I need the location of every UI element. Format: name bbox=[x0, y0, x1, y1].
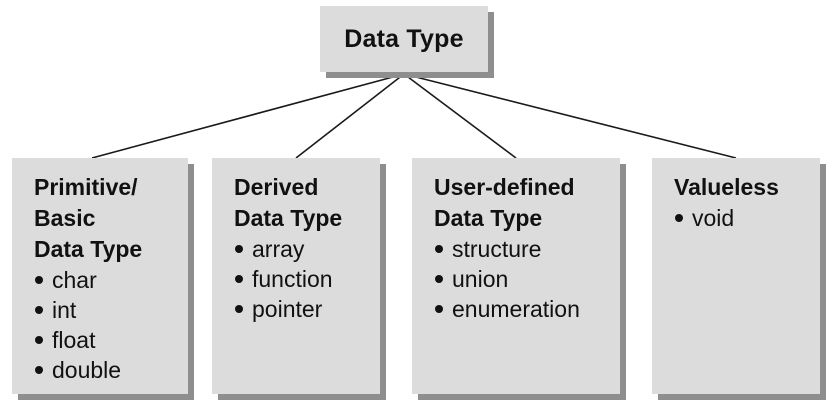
item-label: char bbox=[52, 267, 97, 293]
list-item: pointer bbox=[234, 294, 380, 324]
list-item: union bbox=[434, 264, 620, 294]
bullet-icon bbox=[435, 245, 443, 253]
list-item: float bbox=[34, 325, 188, 355]
connector-to-valueless bbox=[403, 73, 737, 159]
primitive-basic-data-type-title: Primitive/ Basic Data Type bbox=[34, 172, 188, 265]
user-defined-data-type-box: User-defined Data Type structure union e… bbox=[412, 158, 620, 394]
item-label: structure bbox=[452, 236, 542, 262]
connector-to-user-defined bbox=[403, 73, 517, 159]
bullet-icon bbox=[35, 306, 43, 314]
item-label: int bbox=[52, 297, 77, 323]
data-type-root-title: Data Type bbox=[344, 24, 464, 53]
user-defined-type-list: structure union enumeration bbox=[434, 234, 620, 324]
list-item: char bbox=[34, 265, 188, 295]
title-line: Valueless bbox=[674, 174, 779, 200]
derived-data-type-box: Derived Data Type array function pointer bbox=[212, 158, 380, 394]
primitive-basic-data-type-box: Primitive/ Basic Data Type char int floa… bbox=[12, 158, 188, 394]
bullet-icon bbox=[235, 275, 243, 283]
list-item: structure bbox=[434, 234, 620, 264]
title-line: Data Type bbox=[34, 236, 143, 262]
item-label: function bbox=[252, 266, 333, 292]
title-line: Derived bbox=[234, 174, 319, 200]
title-line: Primitive/ bbox=[34, 174, 138, 200]
primitive-type-list: char int float double bbox=[34, 265, 188, 385]
item-label: void bbox=[692, 205, 735, 231]
bullet-icon bbox=[675, 214, 683, 222]
derived-data-type-title: Derived Data Type bbox=[234, 172, 380, 234]
title-line: Data Type bbox=[234, 205, 343, 231]
item-label: array bbox=[252, 236, 305, 262]
data-type-root-box: Data Type bbox=[320, 6, 488, 72]
connector-to-primitive bbox=[91, 73, 405, 159]
item-label: union bbox=[452, 266, 509, 292]
bullet-icon bbox=[35, 366, 43, 374]
item-label: float bbox=[52, 327, 96, 353]
user-defined-data-type-title: User-defined Data Type bbox=[434, 172, 620, 234]
bullet-icon bbox=[235, 305, 243, 313]
valueless-box: Valueless void bbox=[652, 158, 820, 394]
valueless-title: Valueless bbox=[674, 172, 820, 203]
bullet-icon bbox=[35, 276, 43, 284]
item-label: double bbox=[52, 357, 122, 383]
title-line: User-defined bbox=[434, 174, 575, 200]
bullet-icon bbox=[435, 305, 443, 313]
list-item: int bbox=[34, 295, 188, 325]
connector-to-derived bbox=[295, 73, 405, 159]
title-line: Data Type bbox=[434, 205, 543, 231]
bullet-icon bbox=[35, 336, 43, 344]
list-item: array bbox=[234, 234, 380, 264]
item-label: enumeration bbox=[452, 296, 580, 322]
list-item: enumeration bbox=[434, 294, 620, 324]
list-item: double bbox=[34, 355, 188, 385]
title-line: Basic bbox=[34, 205, 96, 231]
valueless-type-list: void bbox=[674, 203, 820, 233]
list-item: function bbox=[234, 264, 380, 294]
item-label: pointer bbox=[252, 296, 323, 322]
bullet-icon bbox=[235, 245, 243, 253]
bullet-icon bbox=[435, 275, 443, 283]
list-item: void bbox=[674, 203, 820, 233]
derived-type-list: array function pointer bbox=[234, 234, 380, 324]
